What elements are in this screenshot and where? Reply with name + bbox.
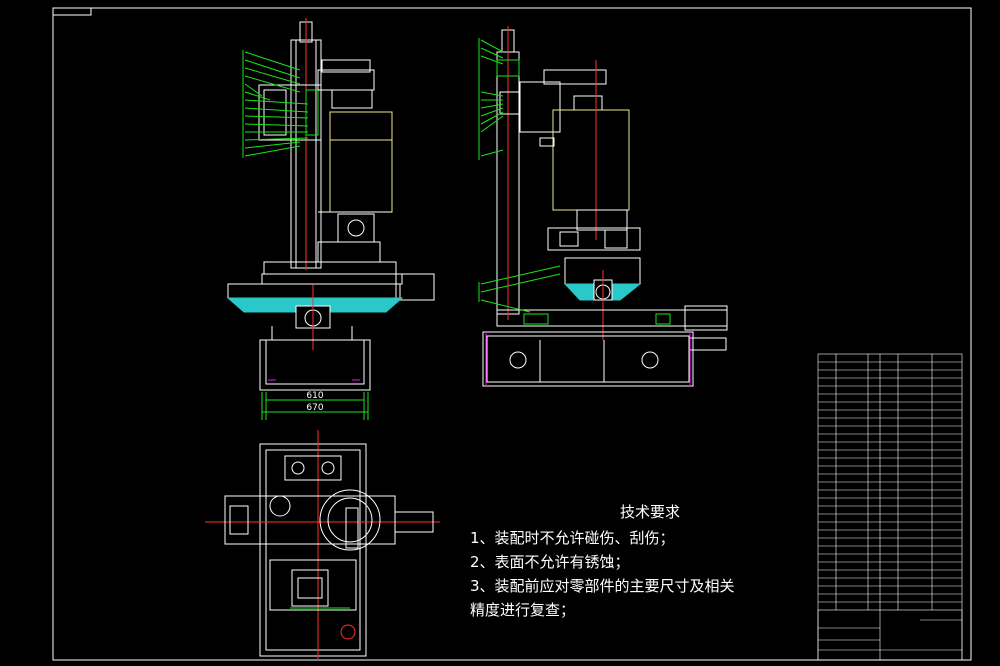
side-view [478, 26, 728, 387]
dimension-670: 670 [306, 403, 323, 413]
drawing-frame [52, 7, 972, 661]
technical-requirements: 技术要求 1、装配时不允许碰伤、刮伤； 2、表面不允许有锈蚀； 3、装配前应对零… [470, 500, 800, 622]
tech-req-item-2: 2、表面不允许有锈蚀； [470, 553, 630, 571]
tech-req-item-3: 3、装配前应对零部件的主要尺寸及相关 [470, 577, 735, 595]
top-view [205, 430, 440, 660]
parts-list [817, 353, 963, 661]
tech-req-item-4: 精度进行复查； [470, 601, 576, 619]
front-view [226, 18, 435, 420]
tech-req-item-1: 1、装配时不允许碰伤、刮伤； [470, 529, 675, 547]
tech-req-title: 技术要求 [619, 503, 680, 521]
dimension-610: 610 [306, 391, 323, 401]
